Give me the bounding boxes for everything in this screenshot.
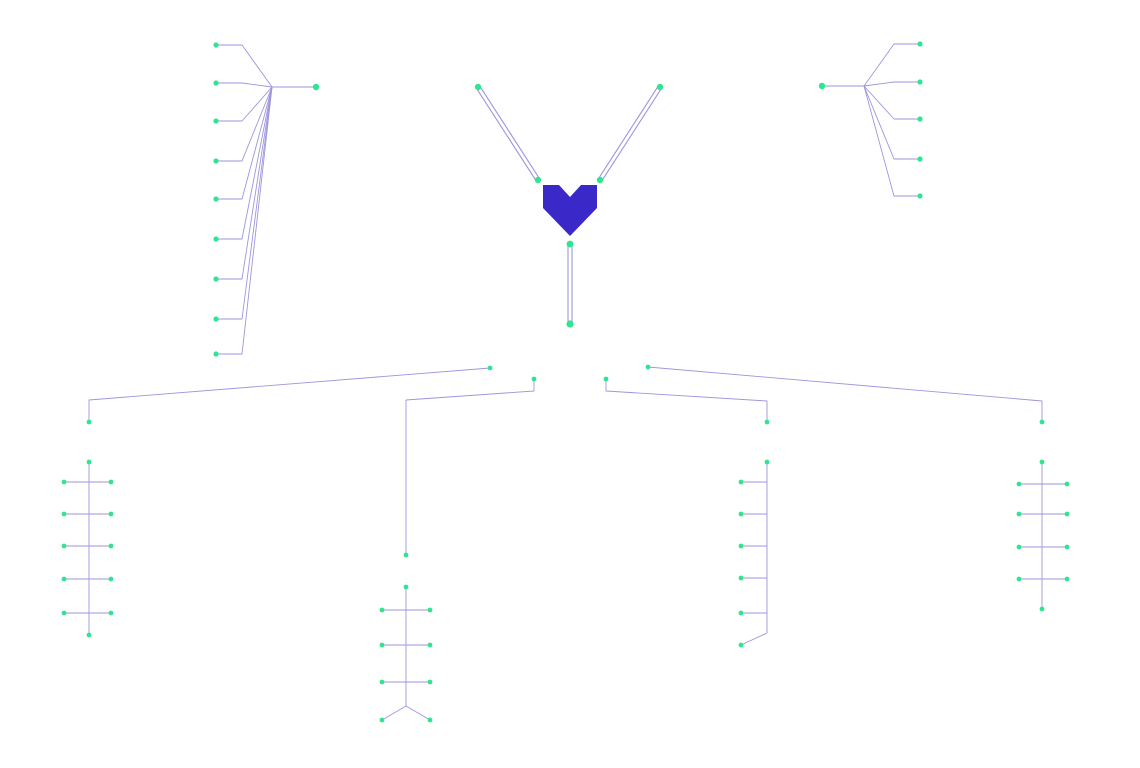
connector-3-start[interactable]	[603, 376, 609, 382]
connector-4-start[interactable]	[645, 364, 651, 370]
hub-port-bottom[interactable]	[566, 240, 574, 248]
hub-port-left[interactable]	[534, 176, 542, 184]
connector-1-end[interactable]	[86, 419, 92, 425]
ladder-1-rung-3-left[interactable]	[61, 543, 67, 549]
fan-tr-edge-1	[863, 43, 921, 87]
ladder-1-top[interactable]	[86, 459, 92, 465]
hub-peer-left[interactable]	[474, 83, 482, 91]
ladder-1-rung-2-right[interactable]	[108, 511, 114, 517]
ladder-3-rung-2-left[interactable]	[738, 511, 744, 517]
ladder-2-rung-2-right[interactable]	[427, 642, 433, 648]
fan-tl-root[interactable]	[312, 83, 320, 91]
fan-tl-edge-5	[215, 86, 273, 200]
fan-tl-edge-7	[215, 86, 273, 280]
ladder-1-rung-5-right[interactable]	[108, 610, 114, 616]
ladder-4-rung-1-left[interactable]	[1016, 481, 1022, 487]
fan-tl-leaf-1[interactable]	[213, 42, 219, 48]
ladder-1-rung-4-left[interactable]	[61, 576, 67, 582]
connector-4	[647, 366, 1043, 423]
ladder-1-rung-1-left[interactable]	[61, 479, 67, 485]
ladder-2-rung-1-left[interactable]	[379, 607, 385, 613]
connector-4-end[interactable]	[1039, 419, 1045, 425]
connector-2	[405, 378, 535, 556]
fan-tr-edge-5	[863, 85, 921, 197]
fan-tl-leaf-9[interactable]	[213, 351, 219, 357]
fan-tl-edge-8	[215, 86, 273, 320]
fan-tr-edge-3	[863, 85, 921, 120]
ladder-3-rung-3-left[interactable]	[738, 543, 744, 549]
ladder-2-rung-1-right[interactable]	[427, 607, 433, 613]
fan-tl-leaf-8[interactable]	[213, 316, 219, 322]
fan-tl-edge-4	[215, 86, 273, 162]
connector-3	[605, 378, 768, 423]
ladder-1-rung-3-right[interactable]	[108, 543, 114, 549]
fan-tr-leaf-4[interactable]	[917, 156, 923, 162]
ladder-4-rung-1-right[interactable]	[1064, 481, 1070, 487]
ladder-3-spine	[740, 461, 768, 646]
ladder-3-rung-4-left[interactable]	[738, 575, 744, 581]
fan-tl-leaf-7[interactable]	[213, 276, 219, 282]
connector-2-start[interactable]	[531, 376, 537, 382]
ladder-2-rung-2-left[interactable]	[379, 642, 385, 648]
fan-tl-leaf-6[interactable]	[213, 236, 219, 242]
ladder-3-rung-5-left[interactable]	[738, 610, 744, 616]
ladder-1-bottom[interactable]	[86, 632, 92, 638]
fan-tl-leaf-4[interactable]	[213, 158, 219, 164]
hub-peer-bottom[interactable]	[566, 320, 574, 328]
fan-tr-leaf-3[interactable]	[917, 116, 923, 122]
ladder-1-rung-5-left[interactable]	[61, 610, 67, 616]
ladder-4-rung-2-left[interactable]	[1016, 511, 1022, 517]
ladder-2-rung-3-right[interactable]	[427, 679, 433, 685]
ladder-4-rung-2-right[interactable]	[1064, 511, 1070, 517]
fan-tl-edge-9	[215, 86, 273, 355]
fan-tr-leaf-2[interactable]	[917, 79, 923, 85]
edges-layer	[63, 43, 1068, 721]
fan-tl-edge-6	[215, 86, 273, 240]
ladder-1-rung-4-right[interactable]	[108, 576, 114, 582]
ladder-4-rung-3-left[interactable]	[1016, 544, 1022, 550]
ladder-4-bottom[interactable]	[1039, 606, 1045, 612]
heart-shape-icon[interactable]	[543, 185, 597, 236]
fan-tl-leaf-5[interactable]	[213, 196, 219, 202]
fan-tr-root[interactable]	[818, 82, 826, 90]
hub-link-bottom	[567, 243, 573, 325]
ladder-2-top[interactable]	[403, 584, 409, 590]
connector-1-start[interactable]	[487, 365, 493, 371]
ladder-4-top[interactable]	[1039, 459, 1045, 465]
fan-tl-leaf-3[interactable]	[213, 118, 219, 124]
ladder-3-rung-1-left[interactable]	[738, 479, 744, 485]
fan-tr-leaf-1[interactable]	[917, 41, 923, 47]
fan-tl-leaf-2[interactable]	[213, 80, 219, 86]
ladder-4-rung-4-right[interactable]	[1064, 576, 1070, 582]
hub-link-left	[475, 85, 541, 182]
connector-3-end[interactable]	[764, 419, 770, 425]
fan-tl-edge-1	[215, 44, 273, 88]
ladder-4-rung-3-right[interactable]	[1064, 544, 1070, 550]
fan-tl-edge-2	[215, 82, 273, 88]
connector-2-end[interactable]	[403, 552, 409, 558]
fan-tr-leaf-5[interactable]	[917, 193, 923, 199]
ladder-2-fork	[381, 705, 431, 721]
hub-link-right	[597, 85, 663, 182]
ladder-2-fork-right[interactable]	[427, 717, 433, 723]
ladder-2-fork-left[interactable]	[379, 717, 385, 723]
hub-layer	[543, 185, 597, 236]
hub-port-right[interactable]	[596, 176, 604, 184]
fan-tr-edge-2	[863, 81, 921, 87]
fan-tr-edge-4	[863, 85, 921, 160]
ladder-4-rung-4-left[interactable]	[1016, 576, 1022, 582]
ladder-1-rung-1-right[interactable]	[108, 479, 114, 485]
ladder-3-bottom[interactable]	[738, 642, 744, 648]
fan-tl-edge-3	[215, 86, 273, 122]
nodes-layer	[61, 41, 1070, 723]
ladder-3-top[interactable]	[764, 459, 770, 465]
ladder-1-rung-2-left[interactable]	[61, 511, 67, 517]
hub-peer-right[interactable]	[656, 83, 664, 91]
ladder-2-rung-3-left[interactable]	[379, 679, 385, 685]
connector-1	[88, 367, 491, 423]
